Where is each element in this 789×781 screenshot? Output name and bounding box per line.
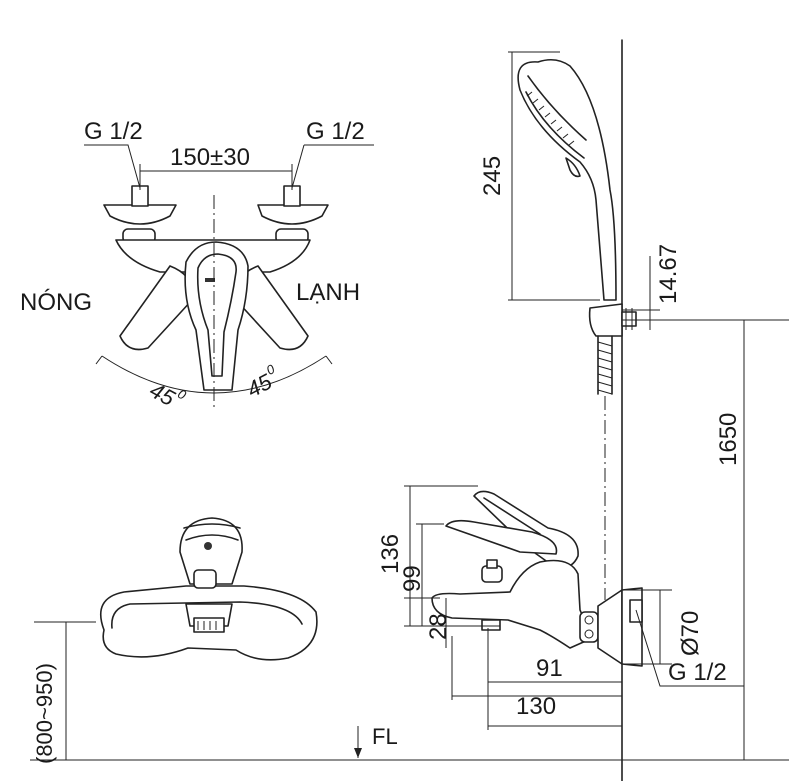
shower-button <box>565 157 581 178</box>
install-height-label: (800~950) <box>32 663 57 764</box>
side-body <box>431 559 589 649</box>
flange-diameter-label: Ø70 <box>677 611 704 656</box>
front-view: (800~950) FL <box>30 517 789 764</box>
depth-91-label: 91 <box>536 655 563 682</box>
temperature-indicator <box>204 542 212 550</box>
front-lever <box>179 517 243 585</box>
left-inlet-flange <box>103 204 177 225</box>
lever-inner <box>196 253 237 377</box>
inlet-right-label: G 1/2 <box>306 118 365 145</box>
outlet-thread-label: G 1/2 <box>668 659 727 686</box>
height-99-label: 99 <box>399 565 426 592</box>
front-body-inner <box>111 601 303 629</box>
outlet-thread-leader <box>635 609 744 687</box>
height-136-label: 136 <box>377 534 404 574</box>
hand-shower <box>517 58 617 301</box>
angle-arc <box>101 355 327 394</box>
shower-hose <box>597 335 613 395</box>
spacing-label: 150±30 <box>170 144 250 171</box>
total-height-label: 1650 <box>715 413 742 466</box>
depth-130-label: 130 <box>516 693 556 720</box>
lever-logo <box>205 278 215 282</box>
top-view: G 1/2 G 1/2 150±30 NÓNG LẠNH 45 0 45 0 <box>20 118 374 411</box>
wall-flange <box>597 589 623 665</box>
front-diverter <box>193 569 217 589</box>
cold-label: LẠNH <box>296 279 360 306</box>
height-28-label: 28 <box>425 613 452 640</box>
side-view: 245 14.67 1650 Ø70 <box>377 39 789 781</box>
floor-level-label: FL <box>372 724 398 749</box>
left-inlet-leader <box>84 144 141 189</box>
side-handle-top <box>445 519 558 555</box>
handshower-length-label: 245 <box>479 156 506 196</box>
shower-holder <box>588 303 623 337</box>
handle-hot-position <box>119 265 194 351</box>
inlet-left-label: G 1/2 <box>84 118 143 145</box>
side-aerator <box>481 619 501 631</box>
angle-left-label: 45 <box>146 377 180 411</box>
right-inlet-flange <box>257 204 329 225</box>
shower-nozzles <box>526 91 575 146</box>
hose-offset-label: 14.67 <box>655 244 682 304</box>
lever-center <box>184 241 249 391</box>
hot-label: NÓNG <box>20 289 92 316</box>
